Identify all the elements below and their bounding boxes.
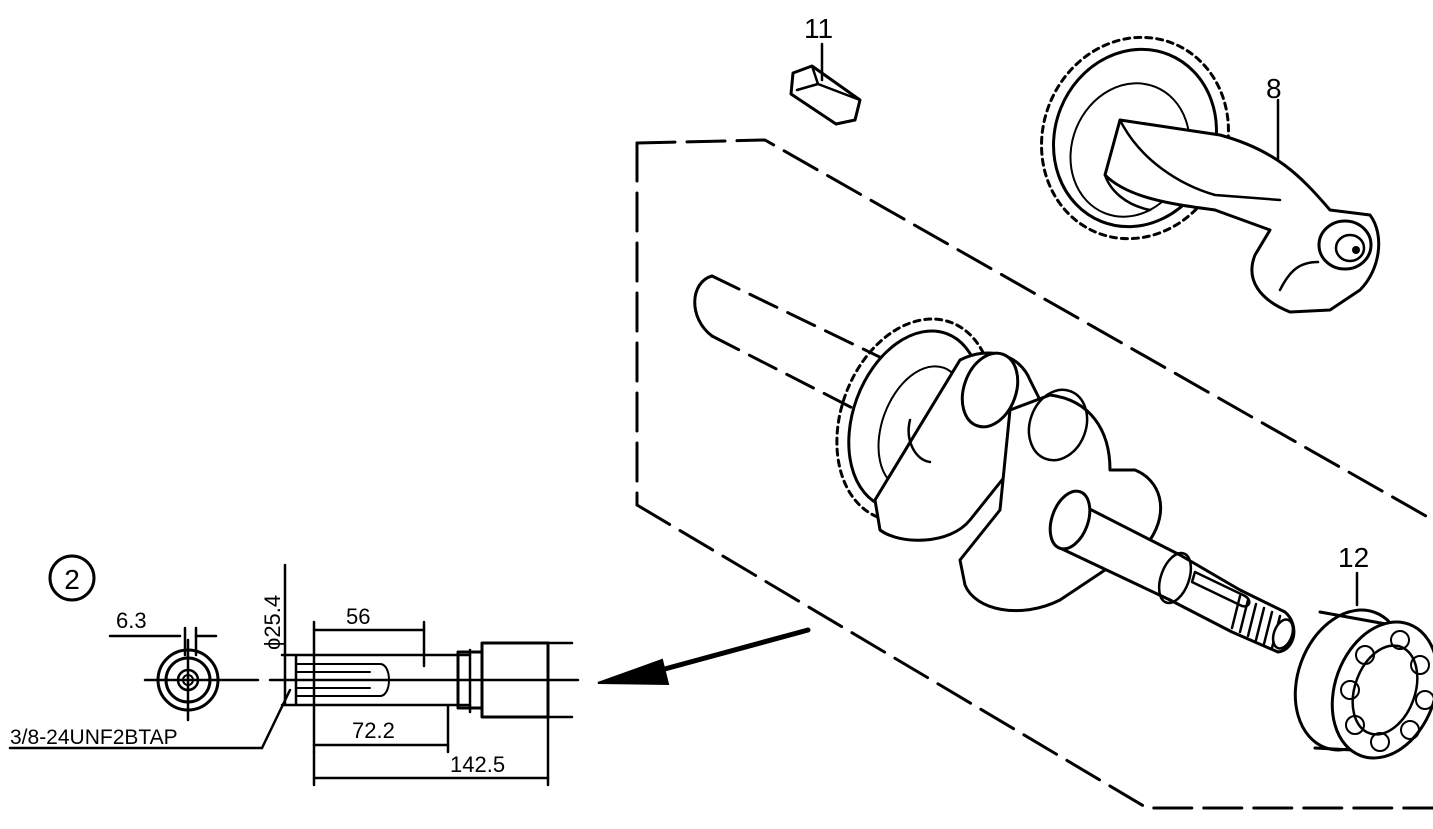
- dim-total-length-text: 142.5: [450, 752, 505, 777]
- callout-label-12: 12: [1338, 542, 1369, 573]
- dim-length-to-step: 72.2: [312, 703, 450, 754]
- dim-key-length-text: 56: [346, 604, 370, 629]
- dim-key-length: 56: [312, 604, 426, 668]
- callout-label-11: 11: [804, 13, 833, 44]
- shaft-end-view: [143, 638, 260, 722]
- part-8-balancer: 8: [1040, 35, 1381, 314]
- crankshaft: [693, 274, 1296, 654]
- detail-marker-label: 2: [64, 564, 80, 595]
- boundary-top-edge: [635, 138, 1433, 522]
- part-12-bearing: 12: [1293, 542, 1433, 760]
- bearing-balls: [1340, 630, 1433, 752]
- dim-thread-tap-text: 3/8-24UNF2BTAP: [10, 726, 178, 749]
- boundary-bottom-edge: [635, 503, 1433, 810]
- dim-total-length: 142.5: [312, 715, 550, 787]
- exploded-boundary: [635, 138, 1433, 810]
- dim-thread-tap: 3/8-24UNF2BTAP: [8, 688, 292, 750]
- crankshaft-left-journal: [693, 274, 714, 338]
- dim-keyway-width-text: 6.3: [116, 608, 147, 633]
- detail-view-2: 2 6.3: [8, 554, 580, 787]
- part-11-key: 11: [789, 13, 862, 126]
- callout-label-8: 8: [1266, 73, 1282, 104]
- dim-shaft-diameter-text: ϕ25.4: [260, 595, 285, 650]
- dim-keyway-width: 6.3: [108, 608, 218, 657]
- detail-marker-circle: [48, 554, 96, 602]
- dim-length-to-step-text: 72.2: [352, 718, 395, 743]
- detail-arrow: [597, 627, 811, 686]
- dim-shaft-diameter: ϕ25.4: [260, 563, 287, 707]
